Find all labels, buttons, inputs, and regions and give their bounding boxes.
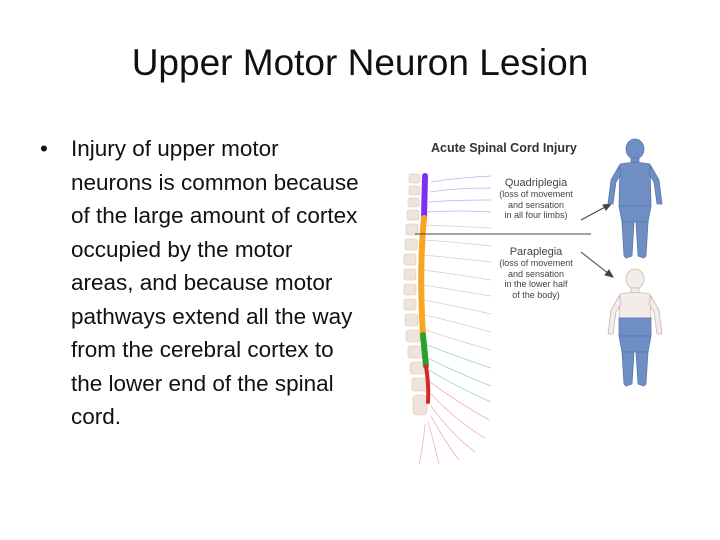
- quadriplegia-body-icon: [607, 138, 663, 259]
- figure-drawing: [403, 138, 663, 465]
- quadriplegia-line: in all four limbs): [504, 210, 568, 220]
- bullet-item: • Injury of upper motor neurons is commo…: [40, 132, 360, 434]
- figure-title: Acute Spinal Cord Injury: [431, 141, 577, 155]
- thoracic-segment: [418, 215, 427, 338]
- cervical-segment: [421, 173, 428, 221]
- vertebrae: [403, 173, 428, 416]
- quadriplegia-label: Quadriplegia (loss of movement and sensa…: [491, 177, 581, 221]
- sacral-segment: [424, 364, 431, 404]
- pointer-arrows: [580, 203, 615, 278]
- quadriplegia-line: (loss of movement: [499, 189, 573, 199]
- paraplegia-body-icon: [607, 268, 663, 387]
- slide-title: Upper Motor Neuron Lesion: [131, 42, 589, 83]
- nerve-fibers: [418, 175, 492, 465]
- spinal-cord-injury-figure: Acute Spinal Cord Injury Quadriplegia (l…: [395, 130, 695, 490]
- paraplegia-line: in the lower half: [504, 279, 568, 289]
- paraplegia-line: of the body): [512, 289, 560, 300]
- spinal-cord: [418, 173, 431, 404]
- lumbar-segment: [420, 332, 429, 369]
- paraplegia-label: Paraplegia (loss of movement and sensati…: [491, 246, 581, 300]
- paraplegia-line: and sensation: [507, 268, 565, 279]
- paraplegia-heading: Paraplegia: [509, 246, 563, 258]
- paraplegia-line: (loss of movement: [499, 258, 573, 268]
- quadriplegia-heading: Quadriplegia: [504, 177, 568, 189]
- bullet-text: Injury of upper motor neurons is common …: [71, 136, 359, 429]
- bullet-dot: •: [40, 136, 48, 161]
- quadriplegia-line: and sensation: [507, 199, 565, 210]
